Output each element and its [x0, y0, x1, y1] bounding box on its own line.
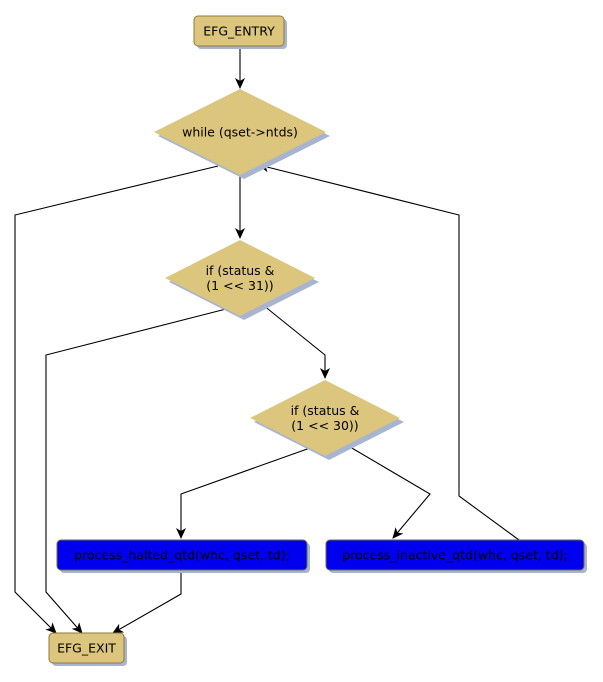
terminal-box: [193, 15, 285, 47]
edge-if31-to-exit: [45, 308, 227, 634]
node-if31: if (status &(1 << 31)): [165, 240, 319, 320]
decision-diamond: [154, 89, 326, 175]
node-label: if (status &: [206, 263, 275, 278]
edge-halted-to-exit: [112, 570, 182, 634]
node-exit: EFG_EXIT: [48, 632, 127, 666]
node-inactive: process_inactive_qtd(whc, qset, td);: [325, 539, 587, 573]
decision-diamond: [165, 240, 315, 316]
node-label: process_halted_qtd(whc, qset, td);: [74, 548, 290, 563]
edge-if30-to-inactive: [344, 443, 431, 539]
node-halted: process_halted_qtd(whc, qset, td);: [56, 539, 310, 573]
node-label: process_inactive_qtd(whc, qset, td);: [342, 548, 567, 563]
node-if30: if (status &(1 << 30)): [250, 380, 404, 460]
node-label: (1 << 31)): [206, 278, 273, 293]
node-entry: EFG_ENTRY: [193, 15, 287, 49]
edge-if31-to-if30: [262, 304, 330, 379]
edge-while-to-exit: [14, 165, 219, 634]
node-label: if (status &: [291, 403, 360, 418]
node-label: while (qset->ntds): [182, 125, 298, 140]
action-box: [325, 539, 585, 571]
edge-inactive-to-while: [258, 162, 520, 541]
node-label: EFG_EXIT: [57, 641, 116, 656]
action-box: [56, 539, 308, 571]
node-while: while (qset->ntds): [154, 89, 330, 179]
node-label: (1 << 30)): [291, 418, 358, 433]
node-label: EFG_ENTRY: [203, 24, 275, 39]
edge-if30-to-halted: [176, 447, 311, 539]
edges: [14, 46, 520, 634]
terminal-box: [48, 632, 125, 664]
decision-diamond: [250, 380, 400, 456]
